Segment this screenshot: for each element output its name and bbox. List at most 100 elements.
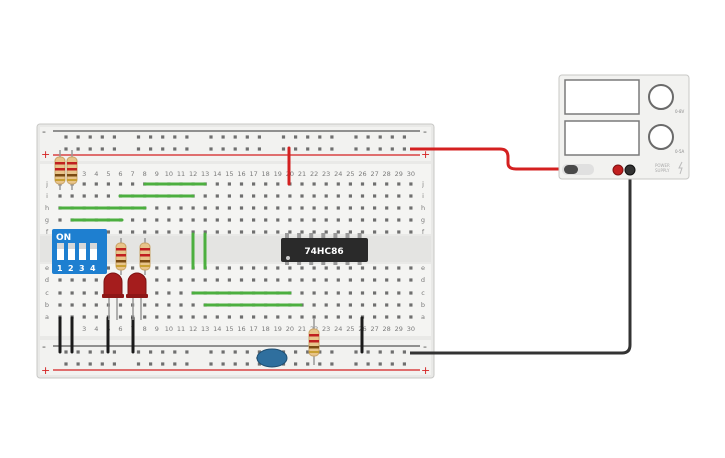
breadboard-hole[interactable] — [161, 135, 165, 139]
breadboard-hole[interactable] — [88, 147, 92, 151]
breadboard-hole[interactable] — [397, 303, 401, 307]
breadboard-hole[interactable] — [94, 315, 98, 319]
breadboard-hole[interactable] — [245, 350, 249, 354]
breadboard-hole[interactable] — [288, 194, 292, 198]
breadboard-hole[interactable] — [227, 194, 231, 198]
breadboard-hole[interactable] — [360, 291, 365, 295]
breadboard-hole[interactable] — [76, 350, 80, 354]
breadboard-hole[interactable] — [330, 147, 334, 151]
breadboard-hole[interactable] — [149, 147, 153, 151]
breadboard-hole[interactable] — [409, 303, 413, 307]
breadboard-hole[interactable] — [324, 278, 328, 282]
breadboard-hole[interactable] — [191, 278, 195, 282]
breadboard-hole[interactable] — [306, 135, 310, 139]
breadboard-hole[interactable] — [324, 206, 328, 210]
breadboard-hole[interactable] — [385, 230, 389, 234]
breadboard-hole[interactable] — [185, 135, 189, 139]
breadboard-hole[interactable] — [294, 135, 298, 139]
breadboard-hole[interactable] — [409, 278, 413, 282]
breadboard-hole[interactable] — [88, 350, 92, 354]
breadboard-hole[interactable] — [288, 266, 292, 270]
breadboard-hole[interactable] — [76, 135, 80, 139]
breadboard-hole[interactable] — [264, 182, 268, 186]
breadboard-hole[interactable] — [185, 362, 189, 366]
breadboard-hole[interactable] — [245, 362, 249, 366]
breadboard-hole[interactable] — [360, 182, 365, 186]
breadboard-hole[interactable] — [276, 278, 280, 282]
breadboard-hole[interactable] — [161, 147, 165, 151]
resistor[interactable] — [66, 150, 78, 190]
breadboard-hole[interactable] — [385, 266, 389, 270]
breadboard-hole[interactable] — [70, 194, 74, 198]
breadboard-hole[interactable] — [173, 350, 177, 354]
breadboard-hole[interactable] — [348, 218, 352, 222]
breadboard-hole[interactable] — [390, 135, 394, 139]
voltage-knob[interactable] — [648, 84, 674, 110]
breadboard-hole[interactable] — [385, 194, 389, 198]
breadboard-hole[interactable] — [112, 147, 116, 151]
breadboard-hole[interactable] — [239, 278, 244, 282]
breadboard-hole[interactable] — [94, 278, 98, 282]
breadboard-hole[interactable] — [276, 194, 280, 198]
breadboard-hole[interactable] — [397, 266, 401, 270]
breadboard-hole[interactable] — [390, 147, 394, 151]
breadboard-hole[interactable] — [300, 266, 304, 270]
breadboard-hole[interactable] — [276, 182, 280, 186]
dip-switch[interactable]: ON 1 2 3 4 — [52, 229, 107, 274]
breadboard-hole[interactable] — [58, 218, 62, 222]
breadboard-hole[interactable] — [185, 350, 189, 354]
breadboard-hole[interactable] — [360, 303, 365, 307]
breadboard-hole[interactable] — [227, 315, 231, 319]
breadboard-hole[interactable] — [149, 362, 153, 366]
dip-toggle-2[interactable] — [68, 243, 75, 260]
breadboard-hole[interactable] — [227, 230, 231, 234]
breadboard-hole[interactable] — [409, 291, 413, 295]
breadboard-hole[interactable] — [112, 350, 116, 354]
breadboard-hole[interactable] — [312, 303, 316, 307]
breadboard-hole[interactable] — [100, 350, 104, 354]
red-led[interactable] — [102, 272, 124, 320]
breadboard-hole[interactable] — [378, 135, 382, 139]
breadboard-hole[interactable] — [179, 230, 183, 234]
breadboard-hole[interactable] — [324, 315, 328, 319]
breadboard-hole[interactable] — [324, 182, 328, 186]
breadboard-hole[interactable] — [390, 362, 394, 366]
breadboard-hole[interactable] — [173, 147, 177, 151]
breadboard-hole[interactable] — [312, 266, 316, 270]
breadboard-hole[interactable] — [94, 182, 98, 186]
breadboard-hole[interactable] — [288, 230, 292, 234]
breadboard-hole[interactable] — [106, 194, 110, 198]
resistor[interactable] — [308, 318, 320, 365]
breadboard-hole[interactable] — [173, 362, 177, 366]
breadboard-hole[interactable] — [373, 230, 377, 234]
breadboard-hole[interactable] — [252, 315, 256, 319]
breadboard-hole[interactable] — [155, 230, 159, 234]
breadboard-hole[interactable] — [179, 315, 183, 319]
breadboard-hole[interactable] — [276, 230, 280, 234]
breadboard-hole[interactable] — [167, 278, 171, 282]
breadboard-hole[interactable] — [155, 315, 159, 319]
breadboard-hole[interactable] — [294, 147, 298, 151]
breadboard-hole[interactable] — [397, 194, 401, 198]
breadboard-hole[interactable] — [149, 350, 153, 354]
breadboard-hole[interactable] — [306, 350, 310, 354]
breadboard-hole[interactable] — [373, 303, 377, 307]
breadboard-hole[interactable] — [276, 218, 280, 222]
breadboard-hole[interactable] — [100, 135, 104, 139]
breadboard-hole[interactable] — [402, 135, 406, 139]
breadboard-hole[interactable] — [276, 206, 280, 210]
breadboard-hole[interactable] — [324, 303, 328, 307]
power-supply[interactable]: 0-8V 0-5A POWER SUPPLY — [558, 74, 690, 180]
breadboard-hole[interactable] — [131, 266, 135, 270]
breadboard-hole[interactable] — [233, 147, 237, 151]
breadboard-hole[interactable] — [373, 291, 377, 295]
breadboard-hole[interactable] — [300, 206, 304, 210]
breadboard-hole[interactable] — [264, 206, 268, 210]
breadboard-hole[interactable] — [257, 135, 261, 139]
breadboard-hole[interactable] — [70, 278, 74, 282]
breadboard-hole[interactable] — [233, 135, 237, 139]
breadboard-hole[interactable] — [409, 218, 413, 222]
breadboard-hole[interactable] — [373, 182, 377, 186]
breadboard-hole[interactable] — [76, 362, 80, 366]
breadboard-hole[interactable] — [100, 147, 104, 151]
